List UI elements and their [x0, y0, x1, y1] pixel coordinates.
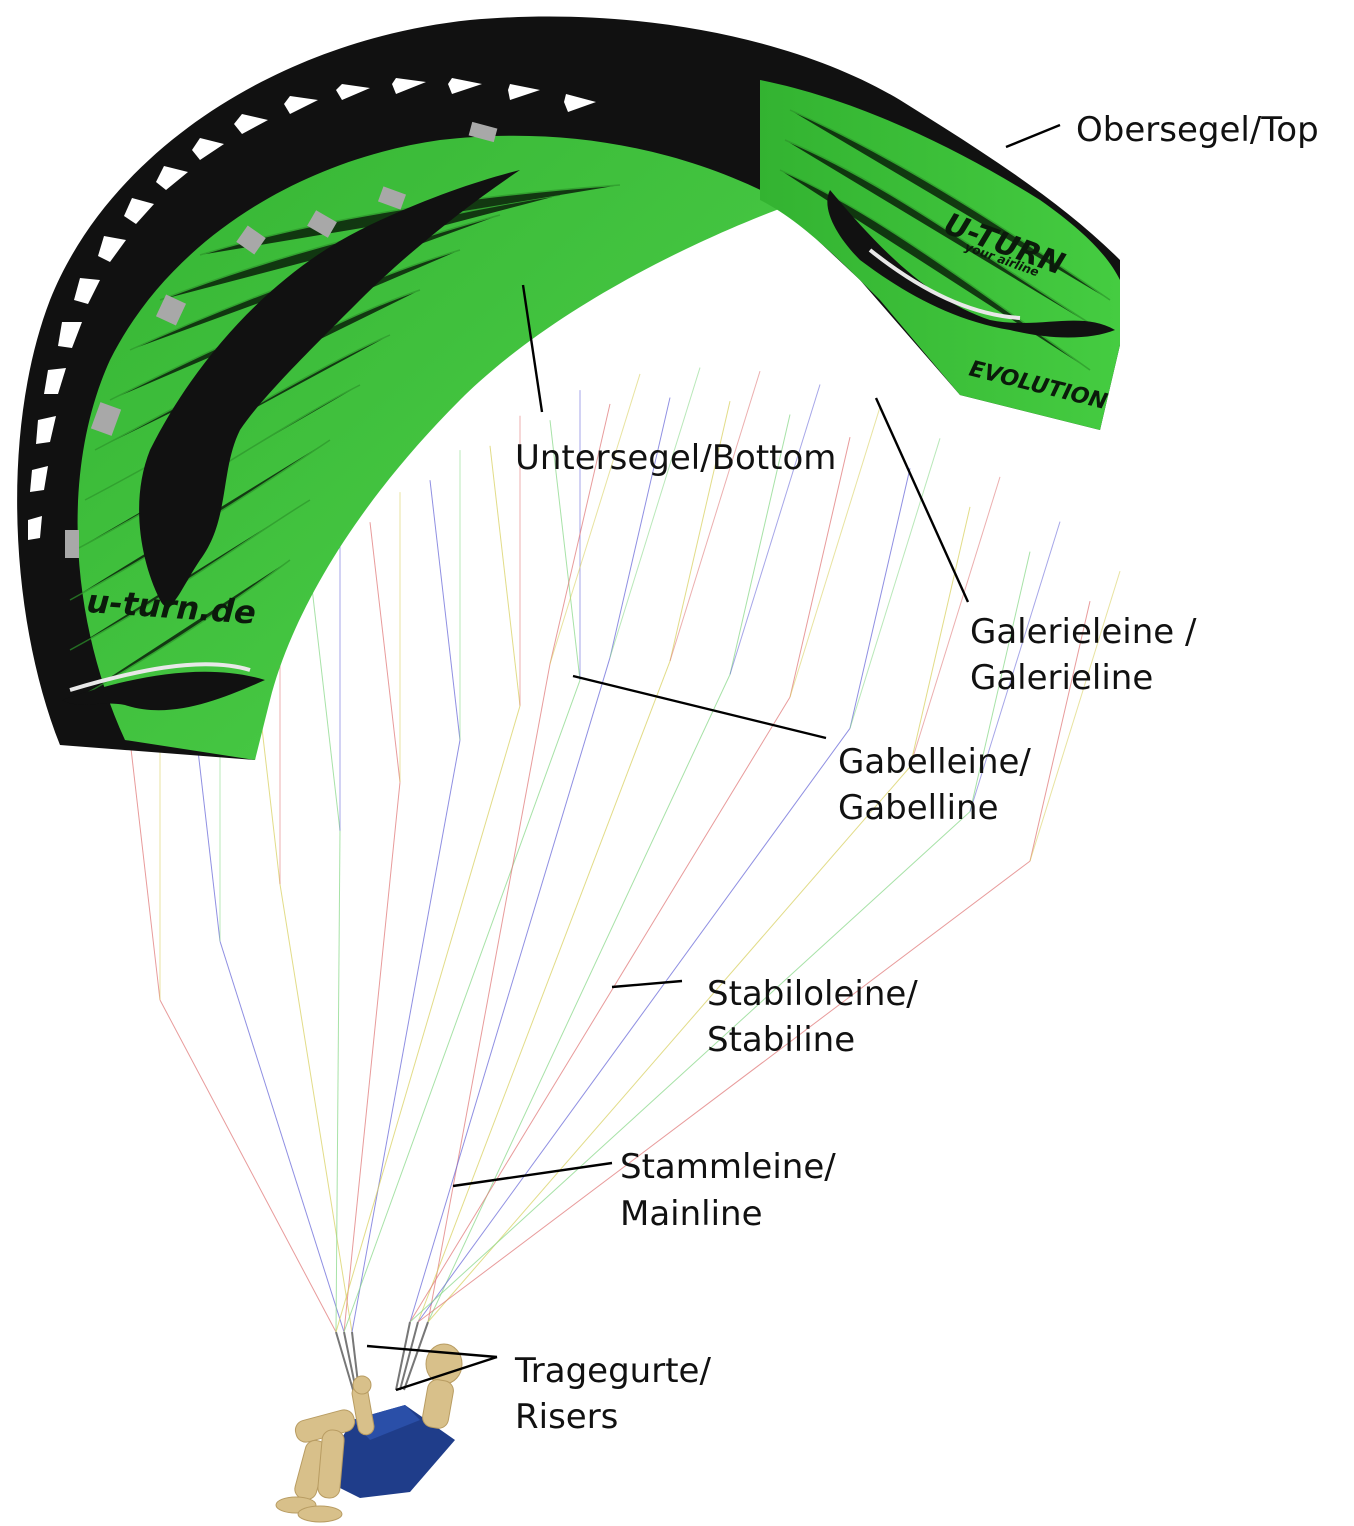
cascade-line	[730, 385, 820, 675]
label-risers-de: Tragegurte/	[514, 1351, 711, 1391]
label-bottom: Untersegel/Bottom	[515, 438, 836, 478]
risers-graphic	[336, 1322, 428, 1400]
suspension-line	[280, 884, 352, 1332]
suspension-line	[344, 680, 580, 1332]
cascade-line	[850, 438, 940, 728]
suspension-line	[410, 658, 610, 1322]
suspension-line	[130, 740, 160, 1000]
suspension-line	[430, 480, 460, 740]
suspension-line	[352, 740, 460, 1332]
suspension-line	[418, 861, 1030, 1322]
cascade-line	[610, 368, 700, 658]
label-stabilo-line-de: Stabiloleine/	[707, 974, 918, 1014]
suspension-line	[370, 522, 400, 782]
label-cascade-line-de: Gabelleine/	[838, 742, 1031, 782]
label-risers-en: Risers	[515, 1397, 618, 1437]
label-stabilo-line-en: Stabiline	[707, 1020, 855, 1060]
suspension-line	[220, 941, 344, 1332]
suspension-line	[428, 664, 550, 1322]
label-top: Obersegel/Top	[1076, 110, 1319, 150]
suspension-line	[310, 571, 340, 831]
suspension-line	[610, 398, 670, 658]
label-main-line-de: Stammleine/	[620, 1147, 836, 1187]
label-gallery-line-de: Galerieleine /	[970, 612, 1197, 652]
suspension-line	[344, 782, 400, 1332]
cascade-line	[670, 371, 760, 661]
canopy: U-TURN your airline EVOLUTION u-turn.de	[17, 17, 1120, 760]
label-main-line-en: Mainline	[620, 1194, 763, 1234]
suspension-line	[336, 706, 520, 1332]
suspension-line	[850, 468, 910, 728]
suspension-line	[336, 831, 340, 1332]
suspension-line	[490, 446, 520, 706]
suspension-line	[410, 812, 970, 1322]
suspension-line	[910, 507, 970, 767]
label-cascade-line-en: Gabelline	[838, 788, 999, 828]
label-gallery-line-en: Galerieline	[970, 658, 1153, 698]
cascade-line	[550, 374, 640, 664]
suspension-line	[160, 1000, 336, 1332]
